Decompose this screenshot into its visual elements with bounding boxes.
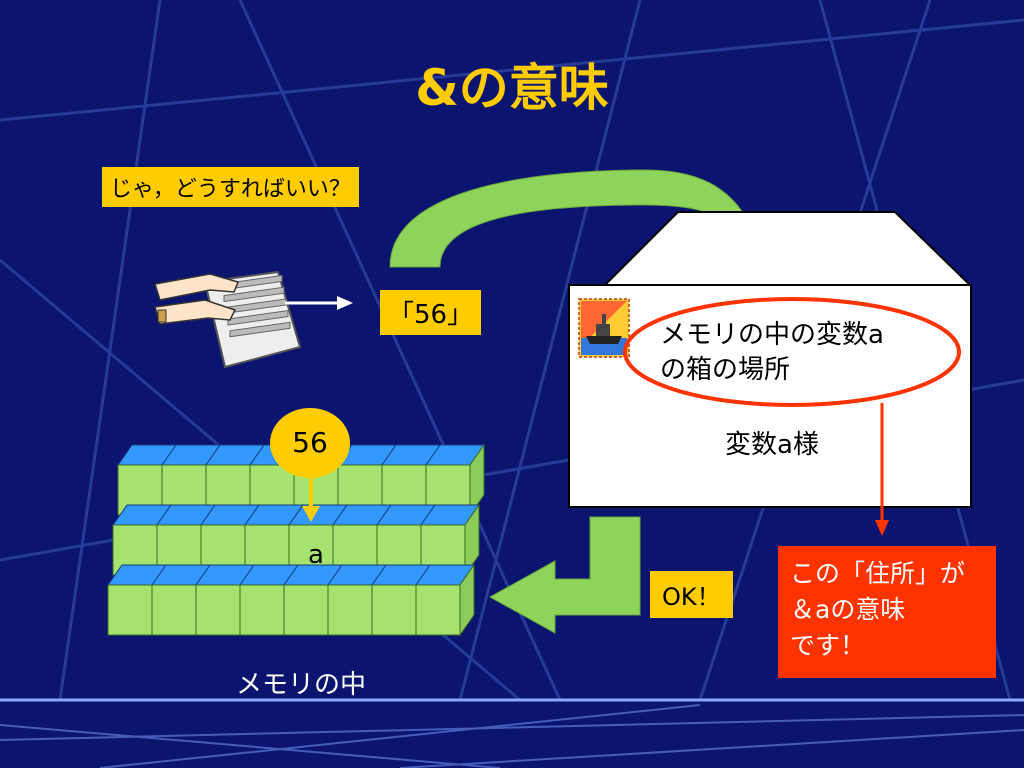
memory-cell (371, 584, 417, 636)
input-value-label: 「56」 (380, 290, 482, 335)
memory-cell (283, 584, 329, 636)
explanation-line2: ＆aの意味 (790, 595, 906, 624)
envelope-address-line2: の箱の場所 (660, 355, 791, 385)
explanation-box: この「住所」が ＆aの意味 です！ (778, 546, 996, 678)
slide-title: &の意味 (415, 59, 609, 117)
memory-value-bubble: 56 (270, 408, 350, 478)
memory-cell (151, 584, 197, 636)
ok-label: OK！ (650, 571, 733, 618)
memory-row-side (469, 443, 485, 517)
explanation-line3: です！ (790, 631, 866, 660)
memory-cell (239, 584, 285, 636)
memory-cell (195, 584, 241, 636)
ship-stamp-icon (578, 298, 630, 358)
envelope-address-line1: メモリの中の変数a (660, 320, 884, 350)
variable-cell-label: a (308, 540, 324, 570)
envelope (568, 211, 973, 508)
return-arrow (488, 516, 641, 634)
input-arrow (285, 296, 353, 310)
memory-row-side (464, 503, 480, 577)
memory-cell (415, 584, 461, 636)
explanation-line1: この「住所」が (790, 559, 966, 588)
memory-row-side (459, 563, 475, 637)
memory-cell (327, 584, 373, 636)
bubble-pointer (302, 470, 320, 522)
memory-cell (107, 584, 153, 636)
envelope-recipient: 変数a様 (725, 430, 819, 460)
keyboard-hands-icon (154, 270, 302, 369)
address-highlight (623, 297, 961, 536)
question-label: じゃ，どうすればいい？ (102, 167, 359, 207)
memory-grid (107, 443, 485, 637)
memory-caption: メモリの中 (236, 670, 367, 700)
